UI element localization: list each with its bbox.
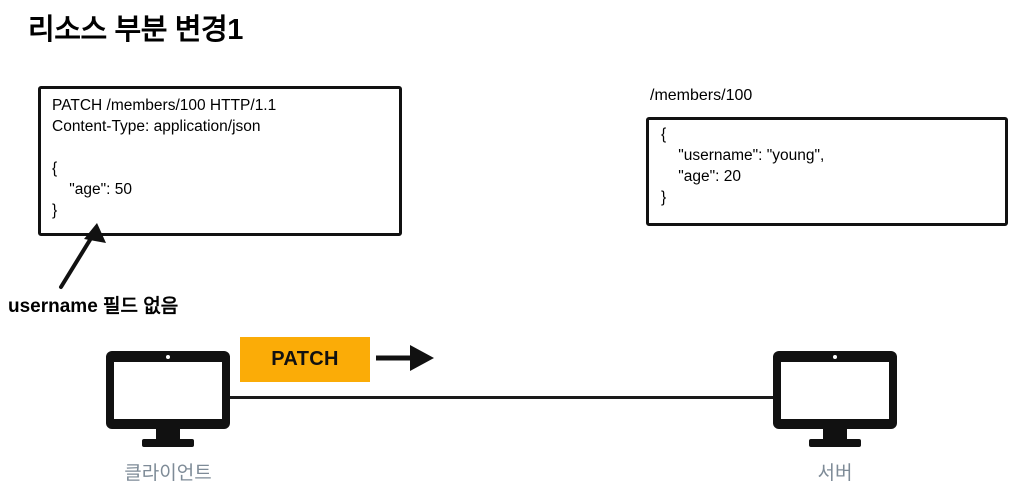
callout-label: username 필드 없음 <box>8 296 179 317</box>
monitor-neck <box>823 429 847 441</box>
page-title: 리소스 부분 변경1 <box>28 14 244 46</box>
resource-state-text: { "username": "young", "age": 20 } <box>661 126 825 206</box>
http-request-text: PATCH /members/100 HTTP/1.1 Content-Type… <box>52 97 277 219</box>
monitor-icon <box>106 351 230 448</box>
node-client: 클라이언트 <box>88 351 248 485</box>
monitor-body <box>106 351 230 429</box>
monitor-body <box>773 351 897 429</box>
monitor-camera <box>833 355 837 359</box>
method-badge-patch: PATCH <box>240 337 370 382</box>
node-client-label: 클라이언트 <box>124 463 212 484</box>
client-server-link <box>224 396 786 399</box>
monitor-neck <box>156 429 180 441</box>
monitor-base <box>142 439 194 447</box>
monitor-icon <box>773 351 897 448</box>
resource-state-box: { "username": "young", "age": 20 } <box>646 117 1008 226</box>
node-server: 서버 <box>755 351 915 485</box>
http-request-box: PATCH /members/100 HTTP/1.1 Content-Type… <box>38 86 402 236</box>
resource-url-label: /members/100 <box>650 87 753 104</box>
monitor-screen <box>781 362 889 419</box>
monitor-screen <box>114 362 222 419</box>
node-server-label: 서버 <box>817 463 853 484</box>
monitor-camera <box>166 355 170 359</box>
right-arrow-icon <box>376 345 434 371</box>
monitor-base <box>809 439 861 447</box>
